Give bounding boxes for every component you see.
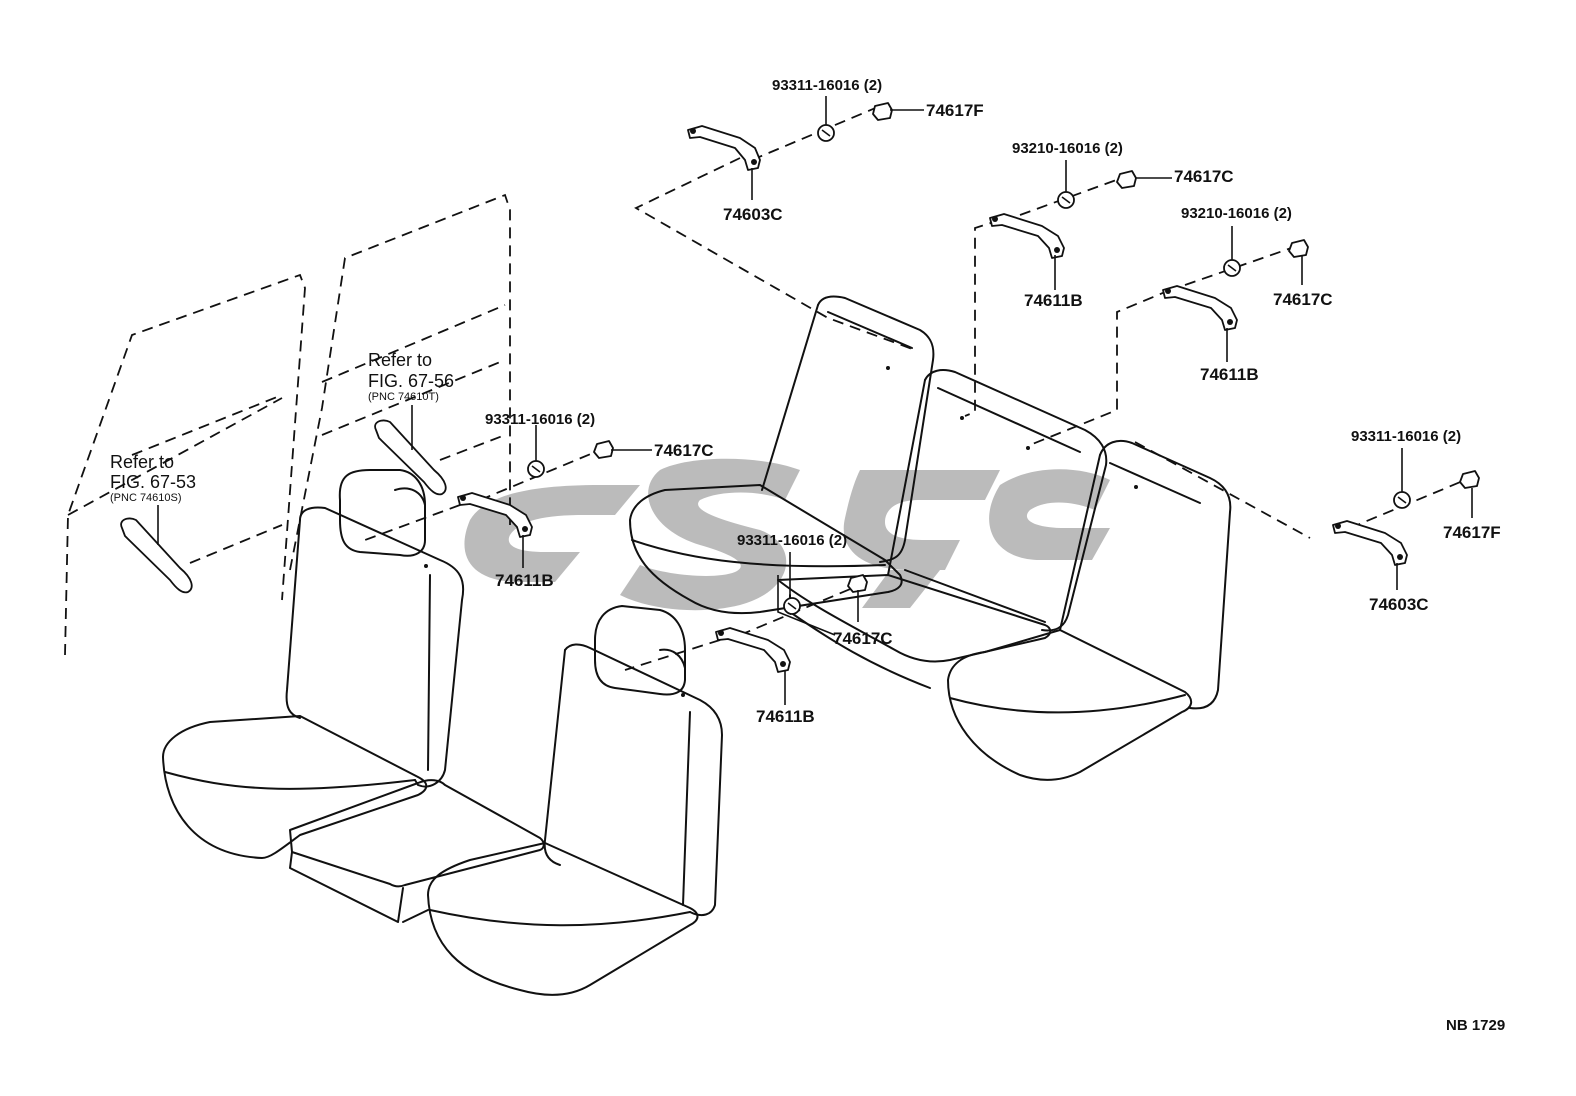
ref-line3: (PNC 74610S) [110,492,182,504]
screw-right2 [1223,259,1241,277]
ref-note-fig-67-56: Refer to FIG. 67-56 (PNC 74610T) [368,350,454,403]
cover-74617F-top [872,102,893,121]
handle-74611B-center-low [715,627,791,673]
label-screw-right1: 93210-16016 (2) [1012,140,1123,157]
label-cover-center-low: 74617C [833,629,893,648]
label-handle-front-mid: 74611B [495,571,554,590]
label-screw-front-mid: 93311-16016 (2) [485,411,595,428]
label-cover-right1: 74617C [1174,167,1234,186]
screw-top [817,124,835,142]
left-wall-panel [64,273,306,656]
front-right-seat [427,605,723,996]
ref-note-fig-67-53: Refer to FIG. 67-53 (PNC 74610S) [110,452,196,504]
label-cover-right2: 74617C [1273,290,1333,309]
cover-74617C-right1 [1116,170,1137,189]
rear-seat-left [629,295,935,615]
label-cover-front-mid: 74617C [654,441,714,460]
label-screw-right2: 93210-16016 (2) [1181,205,1292,222]
leader-lines [157,96,1473,705]
cover-74617C-right2 [1288,239,1309,258]
ref-line1: Refer to [368,350,432,370]
label-handle-center-low: 74611B [756,707,815,726]
ref-line2: FIG. 67-56 [368,371,454,391]
handle-74611B-right2 [1162,285,1238,331]
label-screw-far-right: 93311-16016 (2) [1351,428,1461,445]
handle-ref-74610S [120,517,193,594]
center-bench-cushion [289,779,545,923]
screw-front-mid [527,460,545,478]
part-labels: 93311-16016 (2) 74617F 74603C 93210-1601… [485,77,1501,726]
cover-74617C-center-low [847,574,868,593]
ref-line2: FIG. 67-53 [110,472,196,492]
handle-74603C-top [687,125,761,171]
label-cover-top: 74617F [926,101,984,120]
screw-center-low [783,597,801,615]
cover-74617C-front-mid [593,440,614,459]
label-cover-far-right: 74617F [1443,523,1501,542]
figure-code: NB 1729 [1446,1017,1505,1034]
label-handle-far-right: 74603C [1369,595,1429,614]
label-handle-right2: 74611B [1200,365,1259,384]
rear-seat-right [947,439,1232,781]
label-handle-top: 74603C [723,205,783,224]
cover-74617F-far-right [1459,470,1480,489]
center-wall-panel [289,193,511,571]
handle-74603C-far-right [1332,520,1408,566]
front-left-seat [162,469,465,859]
screw-right1 [1057,191,1075,209]
label-screw-top: 93311-16016 (2) [772,77,882,94]
rear-seat-center [777,369,1108,689]
ref-line3: (PNC 74610T) [368,391,439,403]
handle-ref-74610T [374,419,447,496]
label-screw-center-low: 93311-16016 (2) [737,532,847,549]
handle-74611B-front-mid [457,492,533,538]
handle-74611B-right1 [989,213,1065,259]
ref-line1: Refer to [110,452,174,472]
screw-far-right [1393,491,1411,509]
label-handle-right1: 74611B [1024,291,1083,310]
